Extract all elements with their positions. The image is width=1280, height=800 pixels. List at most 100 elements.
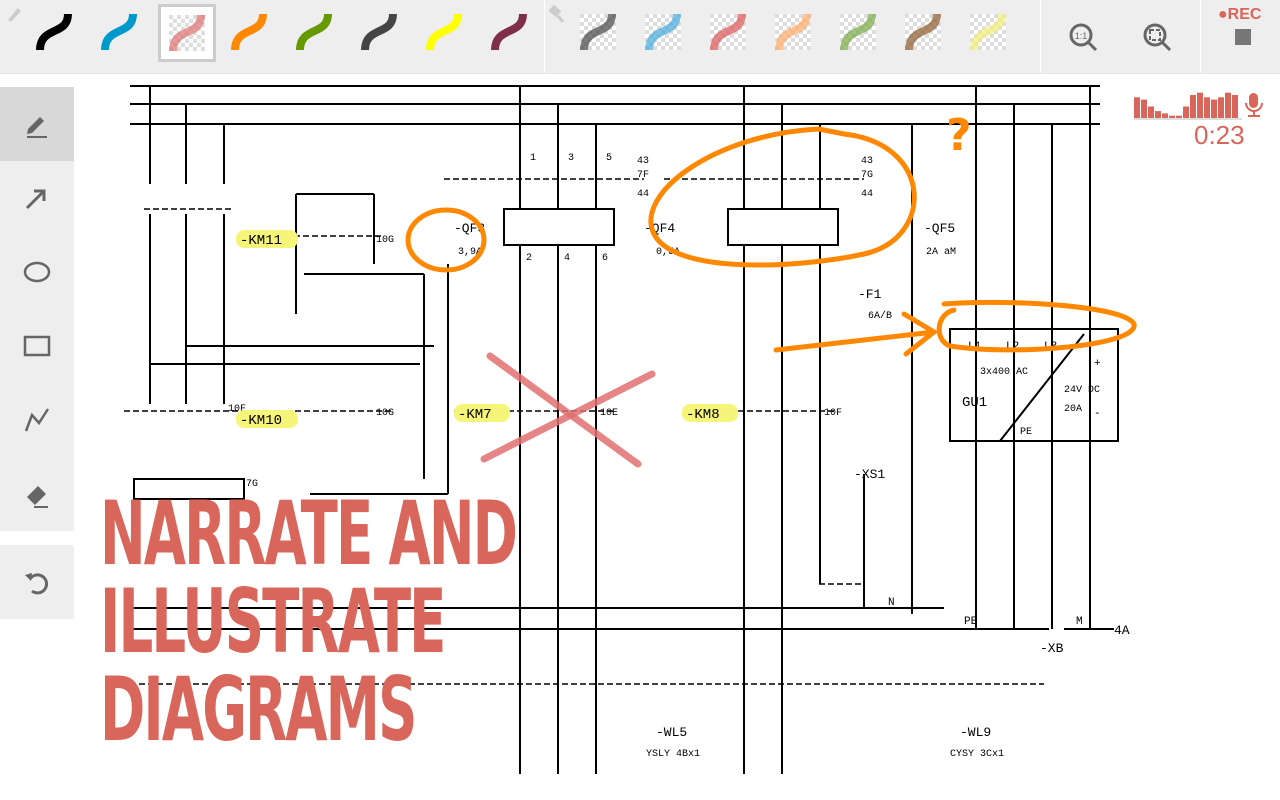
audio-level-meter: [1134, 92, 1242, 120]
label-gu1-input: 3x400 AC: [980, 367, 1028, 378]
stroke-sample-icon: [296, 13, 332, 51]
terminal-1: 1: [530, 153, 536, 164]
level-bar: [1134, 97, 1140, 118]
line-tool[interactable]: [0, 383, 74, 457]
pen-color-7[interactable]: [483, 6, 539, 62]
level-bar: [1155, 111, 1161, 118]
ref-7f: 7F: [637, 170, 649, 181]
level-bar: [1176, 115, 1182, 118]
label-wl9: -WL9: [960, 725, 991, 740]
ref-43-2: 43: [861, 156, 873, 167]
rectangle-tool[interactable]: [0, 309, 74, 383]
highlighter-color-5[interactable]: [897, 6, 953, 62]
red-cross-annotation: [480, 352, 656, 468]
label-xs1: -XS1: [854, 467, 885, 482]
terminal-2: 2: [526, 253, 532, 264]
terminal-5: 5: [606, 153, 612, 164]
zoom-fit-button[interactable]: [1142, 22, 1174, 54]
pen-color-2[interactable]: [158, 4, 216, 62]
zoom-label: 1:1: [1075, 31, 1088, 41]
ref-7g-2: 7G: [246, 479, 258, 490]
stroke-sample-icon: [905, 13, 941, 51]
ref-7g: 7G: [861, 170, 873, 181]
eraser-tool[interactable]: [0, 457, 74, 531]
stroke-sample-icon: [580, 13, 616, 51]
undo-button[interactable]: [0, 545, 74, 619]
stroke-sample-icon: [426, 13, 462, 51]
stroke-sample-icon: [101, 13, 137, 51]
polyline-icon: [24, 408, 50, 432]
label-xb: -XB: [1040, 641, 1064, 656]
arrow-icon: [25, 189, 46, 210]
label-n: N: [888, 597, 895, 609]
pen-color-0[interactable]: [28, 6, 84, 62]
highlighter-color-0[interactable]: [572, 6, 628, 62]
ref-10e: 10E: [600, 408, 618, 419]
ref-10g-2: 10G: [376, 408, 394, 419]
level-bar: [1183, 106, 1189, 118]
label-km7: -KM7: [458, 407, 492, 423]
level-bar: [1211, 99, 1217, 118]
pen-group-icon: [8, 8, 21, 22]
diagram-canvas[interactable]: -QF3 3,9A -QF4 0,5A -QF5 2A aM -F1 6A/B …: [74, 74, 1280, 800]
recording-timer: 0:23: [1194, 120, 1245, 150]
label-qf3-rating: 3,9A: [458, 247, 482, 258]
stroke-sample-icon: [231, 13, 267, 51]
question-annotation: ?: [946, 110, 972, 161]
label-wl9-type: CYSY 3Cx1: [950, 749, 1004, 760]
headline-line-2: ILLUSTRATE: [100, 570, 446, 673]
pen-tool[interactable]: [0, 87, 74, 161]
stop-button[interactable]: [1235, 29, 1251, 45]
promo-headline: NARRATE AND ILLUSTRATE DIAGRAMS: [100, 490, 518, 754]
toolbar: 1:1 ●REC: [0, 0, 1280, 74]
label-pe-bus: PE: [964, 616, 978, 628]
terminal-4: 4: [564, 253, 570, 264]
undo-icon: [25, 573, 48, 595]
label-f1-rating: 6A/B: [868, 310, 892, 322]
microphone-icon: [1245, 93, 1263, 117]
arrow-tool[interactable]: [0, 161, 74, 235]
ref-43: 43: [637, 156, 649, 167]
highlighter-group-icon: [548, 4, 565, 23]
label-m: M: [1076, 616, 1083, 628]
ref-44-2: 44: [861, 189, 873, 200]
level-bar: [1162, 113, 1168, 118]
schematic-wires: [130, 85, 1119, 774]
zoom-actual-size-button[interactable]: 1:1: [1068, 22, 1100, 54]
eraser-icon: [27, 486, 48, 508]
label-km11: -KM11: [240, 233, 282, 249]
label-wl5-type: YSLY 4Bx1: [646, 749, 700, 760]
ellipse-tool[interactable]: [0, 235, 74, 309]
label-wl5: -WL5: [656, 725, 687, 740]
label-f1: -F1: [858, 287, 882, 302]
record-button[interactable]: ●REC: [1218, 6, 1261, 24]
pen-color-6[interactable]: [418, 6, 474, 62]
rectangle-icon: [23, 335, 51, 357]
stroke-sample-icon: [840, 13, 876, 51]
ellipse-icon: [23, 261, 51, 283]
terminal-3: 3: [568, 153, 574, 164]
pen-color-5[interactable]: [353, 6, 409, 62]
highlighter-color-3[interactable]: [767, 6, 823, 62]
highlighter-color-4[interactable]: [832, 6, 888, 62]
highlighter-color-6[interactable]: [962, 6, 1018, 62]
pen-color-3[interactable]: [223, 6, 279, 62]
stroke-sample-icon: [970, 13, 1006, 51]
ref-44: 44: [637, 189, 649, 200]
pen-color-4[interactable]: [288, 6, 344, 62]
contactor-labels: -KM11 -KM10 -KM7 -KM8: [236, 230, 738, 429]
pen-color-1[interactable]: [93, 6, 149, 62]
label-km8: -KM8: [686, 407, 720, 423]
stroke-sample-icon: [169, 14, 205, 52]
label-qf5: -QF5: [924, 221, 955, 236]
ref-10g: 10G: [376, 235, 394, 246]
label-4a: 4A: [1114, 623, 1130, 638]
level-bar: [1169, 115, 1175, 118]
stroke-sample-icon: [36, 13, 72, 51]
level-bar: [1232, 95, 1238, 118]
stroke-sample-icon: [645, 13, 681, 51]
highlighter-color-2[interactable]: [702, 6, 758, 62]
highlighter-color-1[interactable]: [637, 6, 693, 62]
label-qf4-rating: 0,5A: [656, 247, 680, 258]
breaker-boxes: [133, 208, 839, 500]
